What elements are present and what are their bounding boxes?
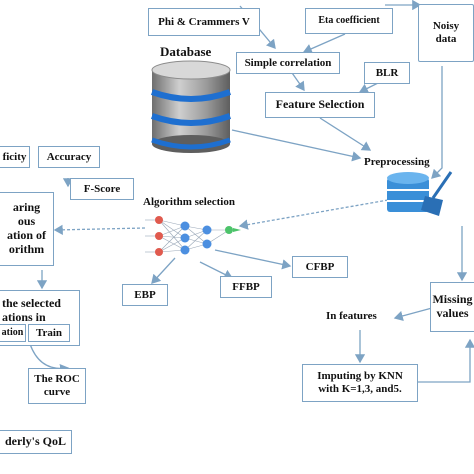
qol-box: derly's QoL — [0, 430, 72, 454]
preprocessing-icon — [387, 171, 453, 216]
cfbp-box: CFBP — [292, 256, 348, 278]
validation-box: ation — [0, 324, 26, 342]
arrow-eta-to-simple — [302, 33, 346, 54]
knn-imputation-box: Imputing by KNN with K=1,3, and5. — [302, 364, 418, 402]
arrow-noisy-to-pre — [431, 66, 443, 179]
arrow-fs-to-pre — [319, 117, 372, 151]
arrow-selected-to-roc — [29, 343, 70, 375]
ebp-box: EBP — [122, 284, 168, 306]
efficiency-box: ficity — [0, 146, 30, 168]
arrow-algo-to-compare — [53, 224, 146, 236]
ffbp-box: FFBP — [220, 276, 272, 298]
eta-coefficient-box: Eta coefficient — [305, 8, 393, 34]
arrow-pre-to-algo — [238, 199, 389, 230]
simple-correlation-box: Simple correlation — [236, 52, 340, 74]
neural-network-icon — [145, 216, 241, 256]
comparing-algorithms-box: aring ous ation of orithm — [0, 192, 54, 266]
arrow-algo-to-cfbp — [214, 249, 292, 270]
accuracy-box: Accuracy — [38, 146, 100, 168]
database-label: Database — [160, 44, 212, 59]
arrow-knn-to-missing — [418, 338, 474, 383]
feature-selection-box: Feature Selection — [265, 92, 375, 118]
blr-box: BLR — [364, 62, 410, 84]
roc-curve-box: The ROC curve — [28, 368, 86, 404]
algorithm-selection-label: Algorithm selection — [143, 196, 235, 208]
arrow-algo-to-ffbp — [199, 261, 234, 280]
train-box: Train — [28, 324, 70, 342]
noisy-data-box: Noisy data — [418, 4, 474, 62]
phi-crammers-box: Phi & Crammers V — [148, 8, 260, 36]
arrow-db-to-pre — [231, 129, 362, 162]
preprocessing-label: Preprocessing — [364, 156, 430, 168]
arrow-algo-to-ebp — [151, 257, 176, 284]
missing-values-box: Missing values — [430, 282, 474, 332]
f-score-box: F-Score — [70, 178, 134, 200]
database-icon — [150, 60, 232, 153]
arrow-missing-to-features — [393, 307, 433, 321]
in-features-label: In features — [326, 310, 377, 322]
